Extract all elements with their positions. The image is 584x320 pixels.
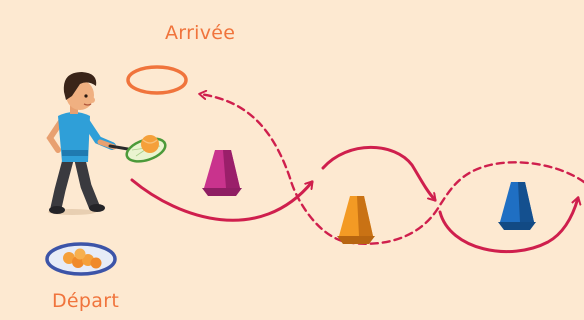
tennis-ball-icon xyxy=(141,135,159,153)
cone-pink-icon xyxy=(202,150,242,196)
arrival-ring-icon xyxy=(128,67,186,93)
cone-blue-icon xyxy=(498,182,536,230)
racket-icon xyxy=(110,134,168,165)
cone-orange-icon xyxy=(337,196,375,244)
ball-plate-icon xyxy=(47,244,115,274)
